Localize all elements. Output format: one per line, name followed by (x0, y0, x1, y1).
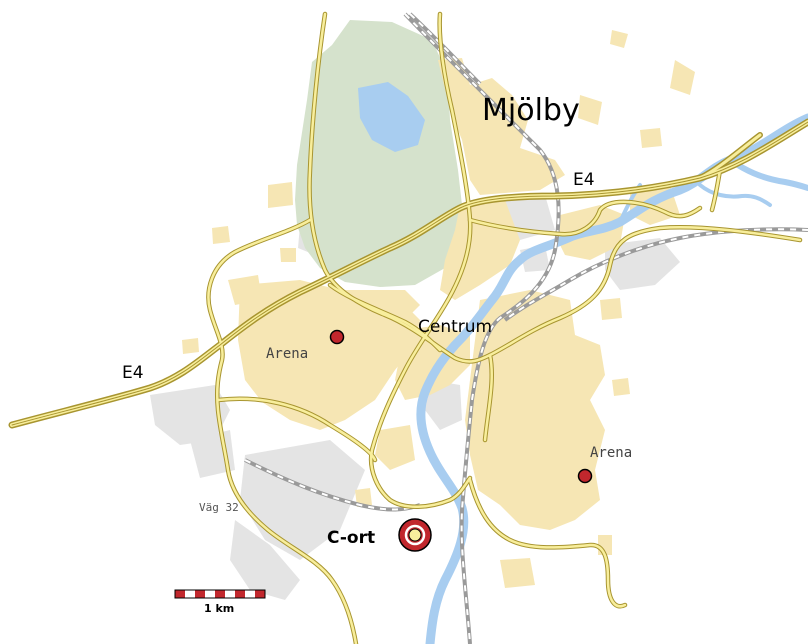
roads (8, 11, 808, 644)
e4-label-left: E4 (122, 363, 144, 383)
arena-west-marker[interactable] (329, 329, 345, 345)
lake (358, 82, 425, 152)
e4-label-top: E4 (573, 170, 595, 190)
vag32-label: Väg 32 (199, 501, 239, 514)
scale-label: 1 km (204, 602, 234, 615)
arena-west-label: Arena (266, 346, 308, 362)
red-dot-icon (329, 329, 345, 345)
urban-areas (182, 30, 695, 588)
scale-bar: 1 km (174, 589, 266, 615)
cort-label: C-ort (327, 528, 375, 548)
arena-east-label: Arena (590, 445, 632, 461)
cort-marker[interactable] (398, 518, 432, 552)
target-ring-core (408, 528, 422, 542)
forest-area (295, 20, 462, 287)
red-dot-icon (577, 468, 593, 484)
arena-east-marker[interactable] (577, 468, 593, 484)
railways (244, 12, 808, 644)
centrum-label: Centrum (418, 317, 492, 337)
town-label: Mjölby (482, 93, 580, 128)
